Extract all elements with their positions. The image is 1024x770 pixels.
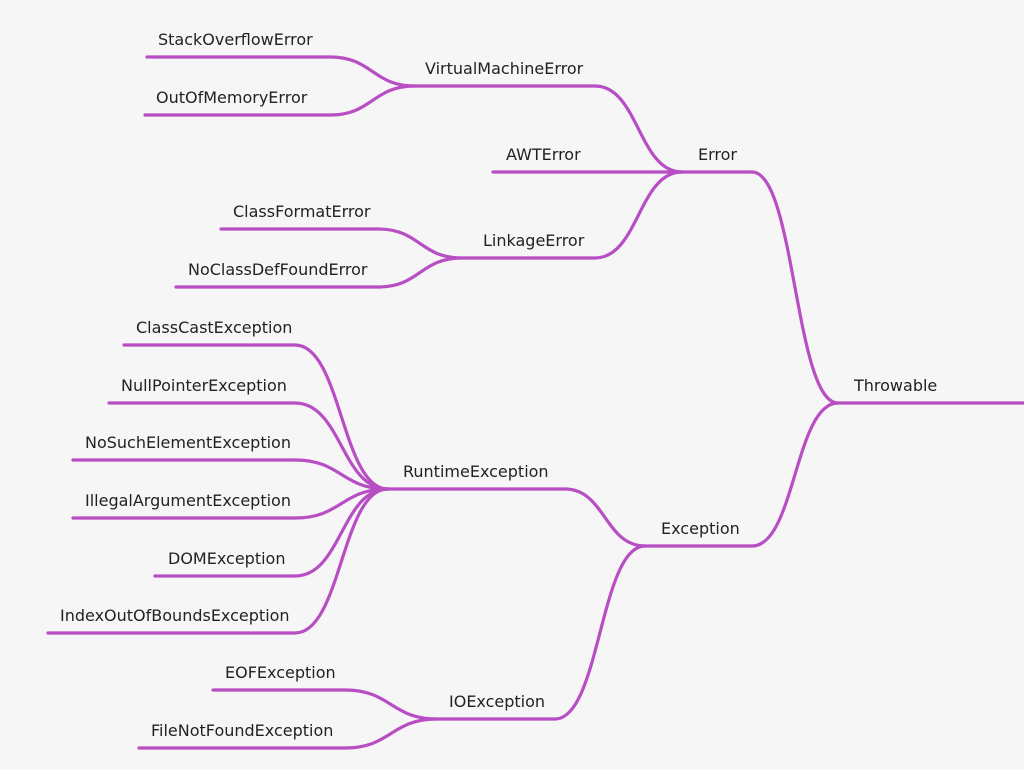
connector-cce-to-runtime [293,343,390,491]
node-label: Throwable [853,376,937,395]
node-label: ClassCastException [136,318,292,337]
connector-cfe-to-linkage [376,227,464,260]
node-label: ClassFormatError [233,202,371,221]
connector-error-to-throwable [750,170,840,405]
node-label: StackOverflowError [158,30,313,49]
connector-nse-to-runtime [293,458,390,491]
node-stack-overflow-error[interactable]: StackOverflowError [145,30,332,59]
node-label: NoClassDefFoundError [188,260,368,279]
node-label: EOFException [225,663,336,682]
node-label: VirtualMachineError [425,59,584,78]
connector-iae-to-runtime [293,487,390,520]
node-exception[interactable]: Exception [643,519,754,548]
node-linkage-error[interactable]: LinkageError [460,231,597,260]
node-label: DOMException [168,549,285,568]
node-eof-exception[interactable]: EOFException [211,663,347,692]
connector-oom-to-vme [328,84,417,117]
connector-exception-to-throwable [750,401,840,548]
node-io-exception[interactable]: IOException [435,692,557,721]
connector-soe-to-vme [328,55,417,88]
connector-npe-to-runtime [293,401,390,491]
node-out-of-memory-error[interactable]: OutOfMemoryError [143,88,332,117]
node-label: IllegalArgumentException [85,491,291,510]
node-index-out-of-bounds-exception[interactable]: IndexOutOfBoundsException [46,606,297,635]
node-error[interactable]: Error [680,145,754,174]
node-null-pointer-exception[interactable]: NullPointerException [107,376,297,405]
node-file-not-found-exception[interactable]: FileNotFoundException [137,721,347,750]
node-label: LinkageError [483,231,585,250]
node-illegal-argument-exception[interactable]: IllegalArgumentException [71,491,297,520]
node-dom-exception[interactable]: DOMException [153,549,297,578]
node-label: IOException [449,692,545,711]
connector-ncdf-to-linkage [376,256,464,289]
connector-vme-to-error [593,84,684,174]
node-label: FileNotFoundException [151,721,333,740]
node-label: Exception [661,519,740,538]
node-label: AWTError [506,145,581,164]
node-throwable[interactable]: Throwable [836,376,1024,405]
connector-linkage-to-error [593,170,684,260]
connector-ioobe-to-runtime [293,487,390,635]
node-class-cast-exception[interactable]: ClassCastException [122,318,297,347]
node-runtime-exception[interactable]: RuntimeException [386,462,567,491]
connector-runtime-to-exception [563,487,647,548]
node-label: OutOfMemoryError [156,88,308,107]
node-label: RuntimeException [403,462,549,481]
node-virtual-machine-error[interactable]: VirtualMachineError [413,59,597,88]
node-label: NoSuchElementException [85,433,291,452]
connector-fnf-to-io [343,717,439,750]
connector-eof-to-io [343,688,439,721]
connector-io-to-exception [553,544,647,721]
node-no-such-element-exception[interactable]: NoSuchElementException [71,433,297,462]
node-no-class-def-found-error[interactable]: NoClassDefFoundError [174,260,380,289]
node-label: Error [698,145,737,164]
node-label: IndexOutOfBoundsException [60,606,290,625]
node-label: NullPointerException [121,376,287,395]
node-class-format-error[interactable]: ClassFormatError [219,202,380,231]
node-awt-error[interactable]: AWTError [491,145,684,174]
